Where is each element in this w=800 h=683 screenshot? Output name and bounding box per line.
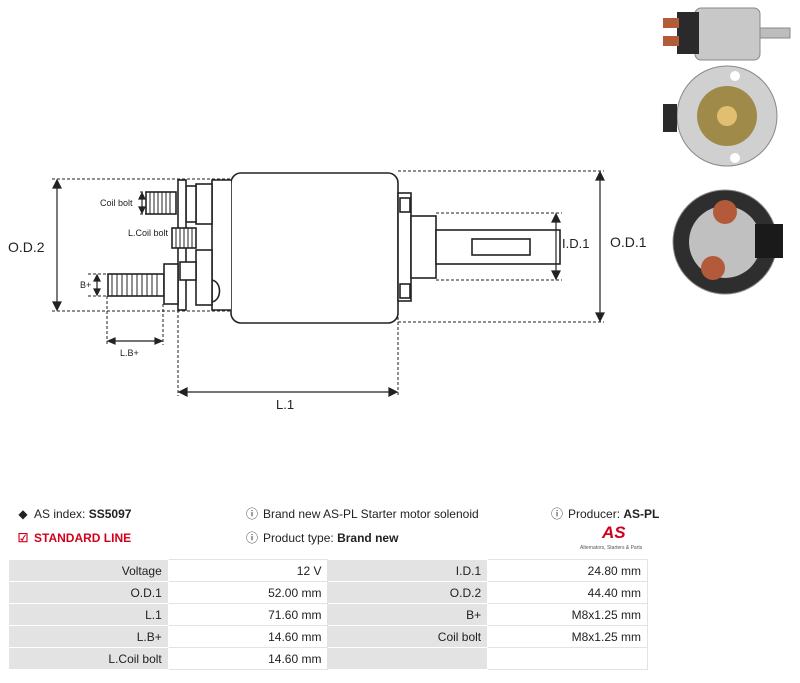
spec-key: I.D.1 (327, 559, 489, 582)
spec-value: 24.80 mm (487, 559, 648, 582)
spec-value: 52.00 mm (167, 581, 329, 604)
spec-key: O.D.1 (8, 581, 169, 604)
standard-line: ☑ STANDARD LINE (16, 530, 132, 546)
standard-line-label: STANDARD LINE (34, 531, 132, 545)
photo-rear-view (672, 189, 783, 295)
spec-value: M8x1.25 mm (487, 603, 648, 626)
check-square-icon: ☑ (17, 531, 29, 545)
spec-value: 71.60 mm (167, 603, 329, 626)
product-type-value: Brand new (337, 531, 399, 545)
plunger (410, 215, 437, 279)
technical-drawing: O.D.2 O.D.1 I.D.1 L.1 Coil bolt L.Coil b… (8, 170, 647, 412)
spec-value: 14.60 mm (167, 625, 329, 648)
photo-front-view (663, 65, 778, 167)
b-plus-bolt (107, 273, 165, 297)
spec-key: B+ (327, 603, 489, 626)
l1-label: L.1 (276, 397, 294, 412)
logo-subtitle: Alternators, Starters & Parts (580, 545, 643, 551)
info-icon: ⓘ (245, 507, 258, 521)
tag-icon: ◆ (18, 507, 28, 521)
product-photos (663, 7, 791, 295)
producer-value: AS-PL (623, 507, 660, 521)
description: ⓘ Brand new AS-PL Starter motor solenoid (245, 506, 479, 522)
producer-label: Producer: (568, 507, 621, 521)
spec-key: L.B+ (8, 625, 169, 648)
coil-bolt-label: Coil bolt (100, 198, 133, 208)
spec-key: L.Coil bolt (8, 647, 169, 670)
spec-key (327, 647, 489, 670)
as-index: ◆ AS index: SS5097 (16, 506, 131, 522)
od1-label: O.D.1 (610, 234, 647, 250)
as-index-label: AS index: (34, 507, 86, 521)
as-index-value: SS5097 (88, 507, 132, 521)
product-type-label: Product type: (263, 531, 334, 545)
left-cap (211, 179, 231, 311)
spec-key: L.1 (8, 603, 169, 626)
producer: ⓘ Producer: AS-PL (550, 506, 659, 522)
od2-label: O.D.2 (8, 239, 45, 255)
as-pl-logo: AS Alternators, Starters & Parts (580, 523, 652, 553)
product-type: ⓘ Product type: Brand new (245, 530, 398, 546)
spec-value: 12 V (167, 559, 329, 582)
spec-value: M8x1.25 mm (487, 625, 648, 648)
info-icon: ⓘ (550, 507, 563, 521)
photo-side-view (663, 7, 791, 61)
spec-key: O.D.2 (327, 581, 489, 604)
info-icon: ⓘ (245, 531, 258, 545)
logo-mark: AS (602, 523, 626, 542)
spec-key: Voltage (8, 559, 169, 582)
spec-key: Coil bolt (327, 625, 489, 648)
l-coil-bolt-label: L.Coil bolt (128, 228, 169, 238)
spec-value: 44.40 mm (487, 581, 648, 604)
spec-value: 14.60 mm (167, 647, 329, 670)
description-text: Brand new AS-PL Starter motor solenoid (263, 507, 479, 521)
l-b-plus-label: L.B+ (120, 348, 139, 358)
id1-label: I.D.1 (562, 236, 589, 251)
solenoid-body (230, 172, 399, 324)
b-plus-label: B+ (80, 280, 91, 290)
spec-value (487, 647, 648, 670)
